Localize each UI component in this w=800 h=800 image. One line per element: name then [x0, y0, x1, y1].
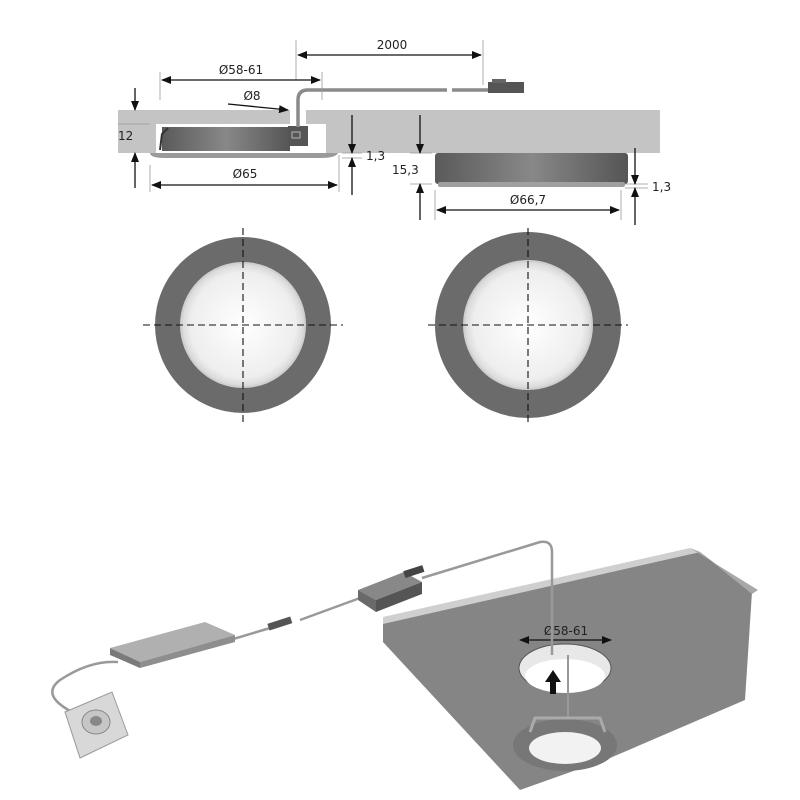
- side-view: [118, 79, 660, 187]
- cable-hole-label: Ø8: [243, 89, 260, 103]
- cabinet-edge: [383, 548, 700, 624]
- cutout-diameter-label: Ø58-61: [219, 63, 263, 77]
- install-cutout-label: Ø58-61: [544, 624, 588, 638]
- recess-depth-label: 12: [118, 129, 133, 143]
- flange-right-label: 1,3: [652, 180, 671, 194]
- supply-cable: [51, 540, 554, 714]
- plug-connector: [267, 616, 293, 631]
- front-view-recessed: [143, 228, 343, 425]
- surface-diameter-label: Ø66,7: [510, 193, 546, 207]
- cable-length-label: 2000: [377, 38, 408, 52]
- spring-clip: [159, 127, 169, 151]
- recessed-fixture-body: [162, 127, 290, 151]
- cable-connector: [488, 82, 524, 93]
- recessed-fixture-flange: [150, 153, 338, 158]
- dimension-lines: 2000 Ø58-61 Ø8 12 Ø65 1,3 15,3 Ø66,7: [118, 38, 671, 225]
- surface-height-label: 15,3: [392, 163, 419, 177]
- cable: [296, 88, 490, 127]
- led-driver: [110, 622, 235, 662]
- installation-illustration: Ø58-61: [51, 540, 758, 790]
- flange-left-label: 1,3: [366, 149, 385, 163]
- insert-arrow-icon: [545, 670, 561, 694]
- cable-clamp: [288, 126, 308, 146]
- front-view-surface: [428, 228, 628, 425]
- distributor-box: [358, 572, 422, 600]
- surface-fixture-flange: [438, 182, 625, 187]
- surface-fixture-body: [435, 153, 628, 184]
- recessed-diameter-label: Ø65: [233, 167, 258, 181]
